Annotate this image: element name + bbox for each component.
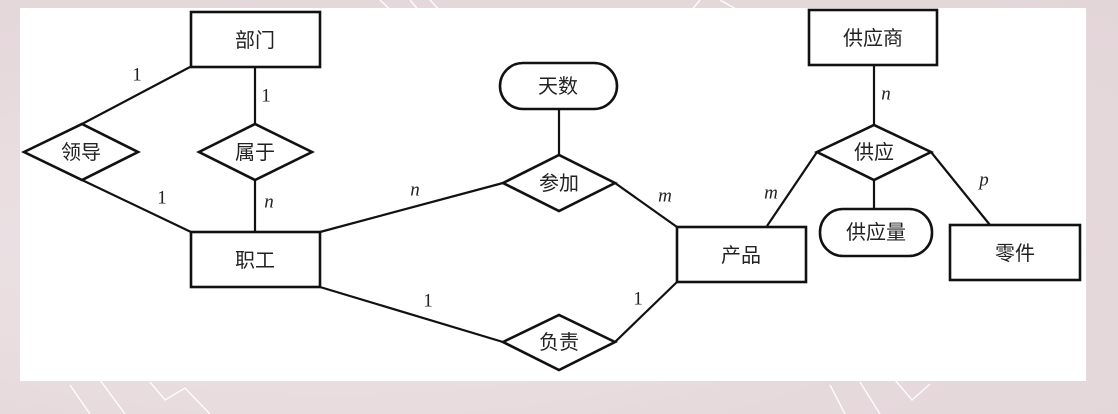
line-lead-emp [81, 179, 192, 233]
relationship-join-label: 参加 [539, 171, 579, 195]
attribute-days[interactable] [498, 61, 619, 111]
relationship-supply-label: 供应 [854, 140, 894, 164]
attribute-qty[interactable] [818, 207, 934, 258]
entity-part-label: 零件 [995, 241, 1035, 265]
entity-product-label: 产品 [721, 243, 761, 267]
entity-supplier-label: 供应商 [843, 26, 903, 50]
line-emp-charge [319, 285, 504, 344]
card-belong-emp: n [264, 192, 274, 213]
relationship-supply[interactable] [814, 123, 934, 182]
entity-emp-label: 职工 [235, 248, 275, 272]
relationship-belong-label: 属于 [235, 140, 275, 164]
relationship-lead-label: 领导 [61, 140, 101, 164]
relationship-lead[interactable] [21, 122, 141, 182]
line-join-product [614, 182, 678, 228]
card-charge-emp: 1 [423, 291, 433, 312]
card-join-product: m [658, 186, 672, 207]
connector-lines [81, 65, 991, 344]
line-charge-product [614, 281, 678, 343]
entity-dept[interactable] [189, 10, 322, 69]
card-join-emp: n [410, 180, 420, 201]
entity-emp[interactable] [189, 230, 322, 289]
entity-dept-label: 部门 [235, 28, 275, 52]
line-supply-part [930, 151, 991, 226]
watermark [69, 0, 931, 414]
entity-supplier[interactable] [807, 8, 939, 67]
entity-part[interactable] [948, 223, 1082, 282]
line-emp-join [319, 181, 504, 234]
relationship-belong[interactable] [196, 122, 315, 182]
card-belong-dept: 1 [261, 86, 271, 107]
card-supply-supplier: n [881, 84, 891, 105]
relationship-charge-label: 负责 [539, 330, 579, 354]
card-lead-dept: 1 [132, 65, 142, 86]
card-supply-part: p [977, 170, 989, 191]
card-supply-product: m [764, 183, 778, 204]
attribute-days-label: 天数 [538, 74, 578, 98]
attribute-qty-label: 供应量 [846, 220, 906, 244]
entity-product[interactable] [675, 225, 808, 284]
line-supply-product [766, 151, 818, 227]
card-lead-emp: 1 [157, 188, 167, 209]
relationship-join[interactable] [500, 153, 618, 213]
relationship-charge[interactable] [500, 313, 618, 372]
line-dept-lead [81, 66, 191, 125]
card-charge-product: 1 [633, 289, 643, 310]
